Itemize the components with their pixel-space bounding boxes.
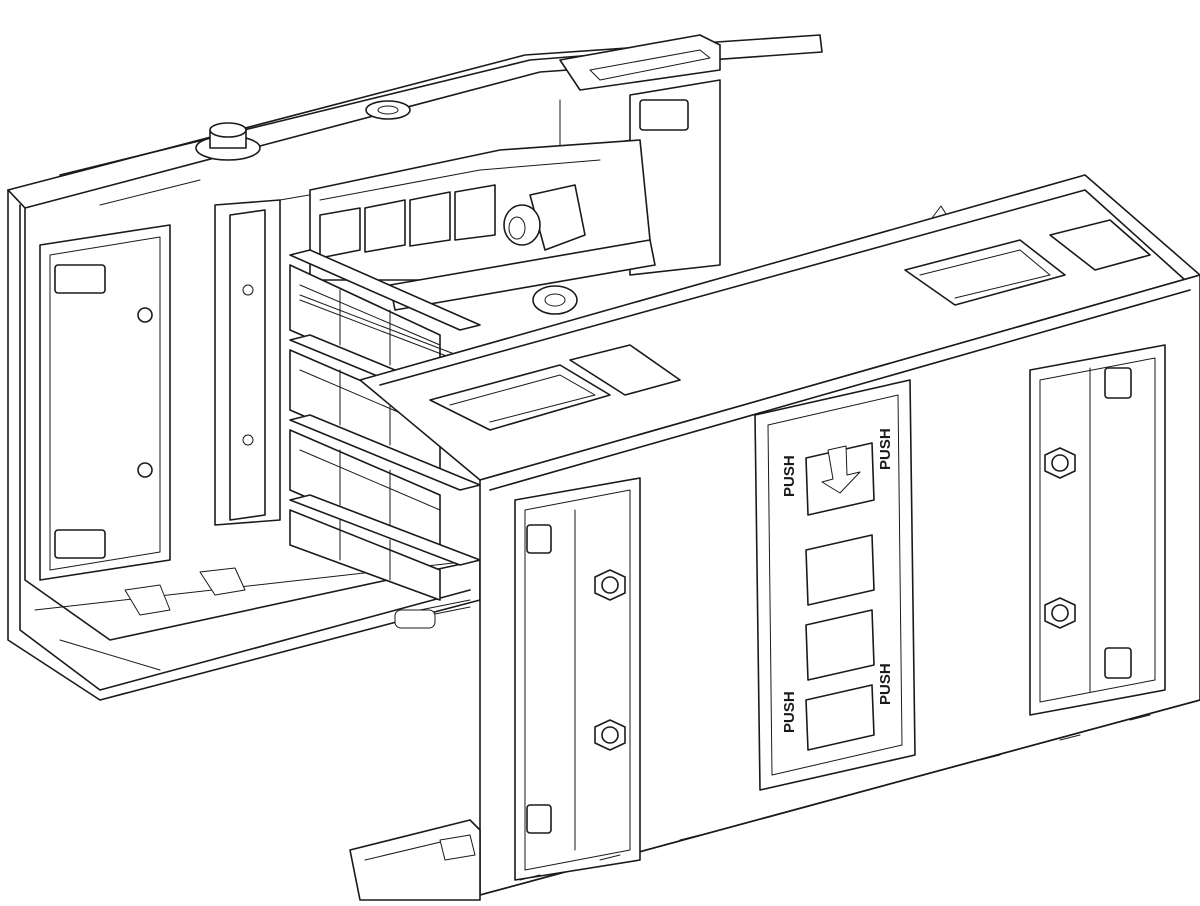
conductor-stack	[289, 139, 656, 629]
push-label-top-right: PUSH	[877, 428, 894, 470]
slot-bottom	[54, 529, 106, 559]
push-button[interactable]	[805, 609, 875, 681]
slot-top	[54, 264, 106, 294]
hole	[137, 307, 153, 323]
hex-bolt	[1044, 447, 1076, 479]
busbar-layer	[289, 494, 481, 601]
push-button[interactable]	[805, 684, 875, 751]
busbar-layer	[289, 414, 481, 556]
push-button[interactable]	[805, 534, 875, 606]
push-label-bottom-right: PUSH	[877, 663, 894, 705]
rear-housing	[7, 34, 823, 701]
push-label-top-left: PUSH	[781, 455, 798, 497]
front-housing: PUSH PUSH PUSH PUSH	[349, 174, 1200, 901]
hex-bolt	[1044, 597, 1076, 629]
busbar-layer	[289, 249, 481, 396]
push-label-bottom-left: PUSH	[781, 691, 798, 733]
hex-bolt	[594, 569, 626, 601]
hex-bolt	[594, 719, 626, 751]
hole	[137, 462, 153, 478]
